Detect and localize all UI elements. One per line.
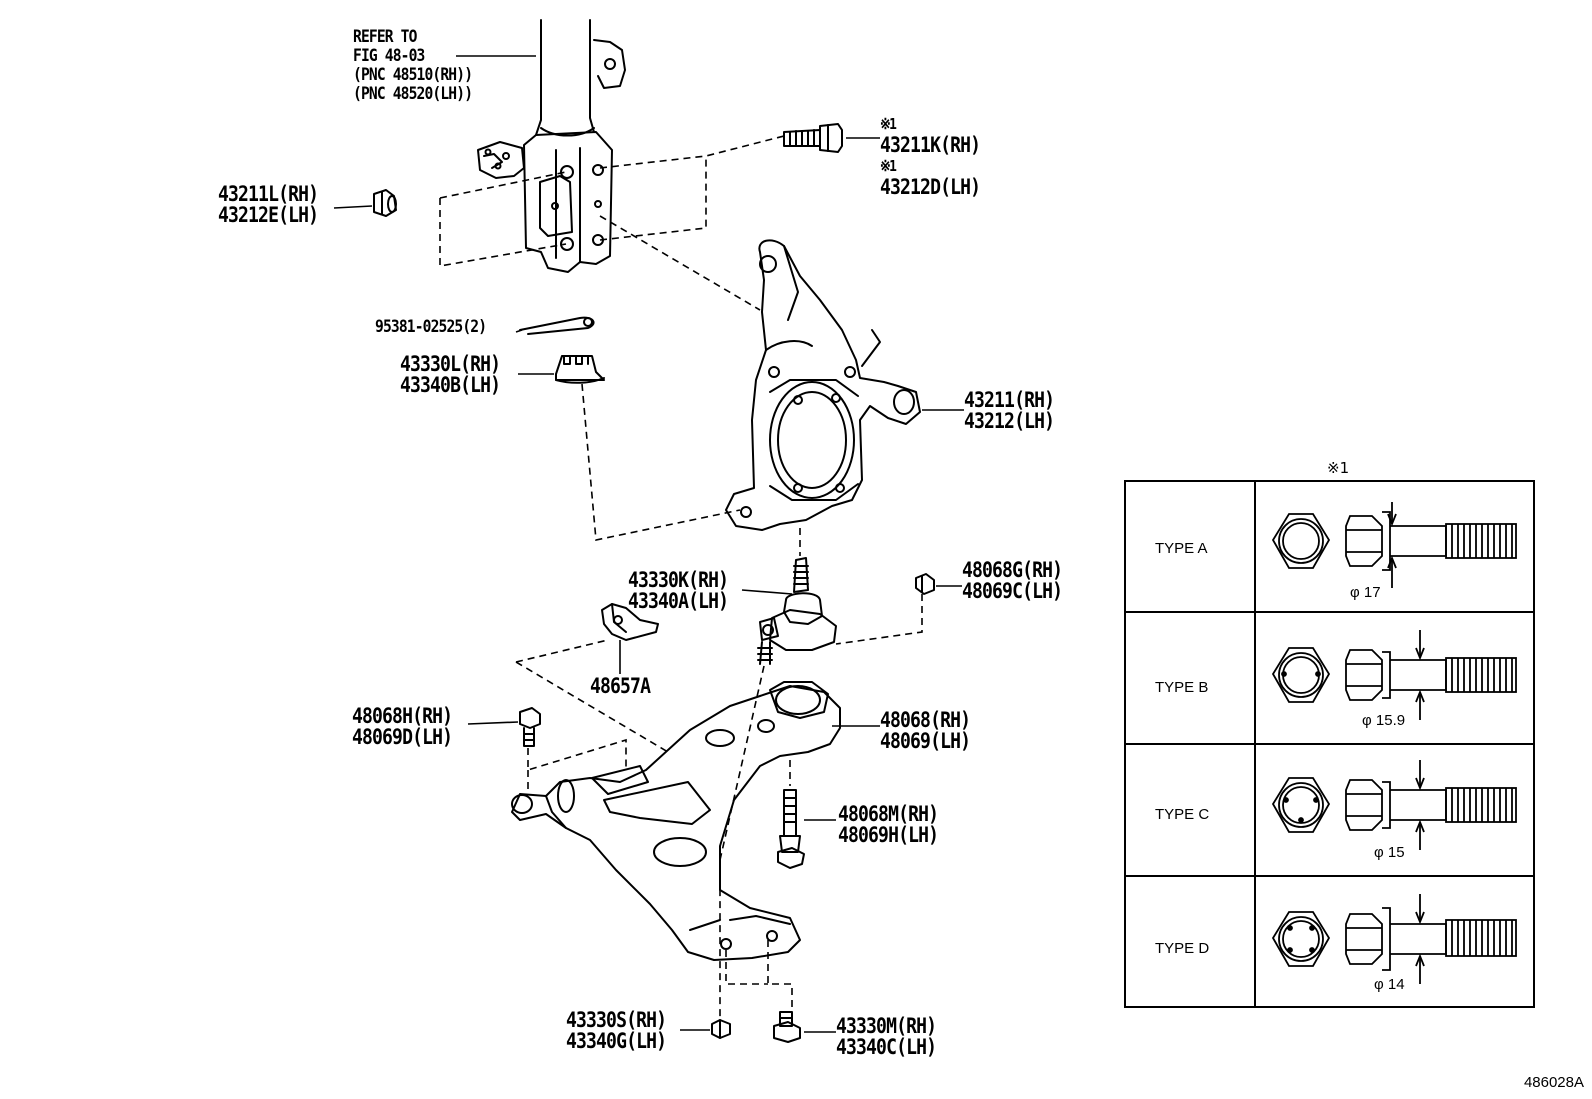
bottom-nut-label: 43330S(RH) 43340G(LH)	[566, 1008, 667, 1053]
refer-line-1: REFER TO	[353, 27, 417, 47]
long-bolt-rh: 48068M(RH)	[838, 802, 939, 826]
bottom-bolt-rh: 43330M(RH)	[836, 1014, 937, 1038]
upper-nut-label: 43211L(RH) 43212E(LH)	[218, 182, 319, 227]
bottom-bolt-lh: 43340C(LH)	[836, 1035, 937, 1059]
arm-bolt-rh: 48068H(RH)	[352, 704, 453, 728]
bottom-nut-rh: 43330S(RH)	[566, 1008, 667, 1032]
bottom-bolt	[773, 1011, 801, 1043]
assembly-lines	[439, 135, 923, 1020]
bottom-nut	[711, 1019, 731, 1039]
cotter-pin-label: 95381-02525(2)	[375, 317, 487, 337]
castle-nut-rh: 43330L(RH)	[400, 352, 501, 376]
refer-line-2: FIG 48-03	[353, 46, 425, 66]
knuckle-label: 43211(RH) 43212(LH)	[964, 388, 1055, 433]
type-b-bolt	[1271, 630, 1517, 720]
upper-bolt-mark-lh: ※1	[880, 157, 897, 175]
type-d-label: TYPE D	[1155, 940, 1210, 957]
lower-control-arm	[511, 681, 841, 961]
arm-bolt	[519, 707, 541, 747]
bracket-label: 48657A	[590, 674, 651, 698]
ball-joint-lh: 43340A(LH)	[628, 589, 729, 613]
cotter-pin	[519, 316, 595, 335]
cotter-pin-number: 95381-02525(2)	[375, 317, 487, 337]
castle-nut	[555, 355, 605, 384]
upper-bolt-mark-rh: ※1	[880, 115, 897, 133]
ball-joint-label: 43330K(RH) 43340A(LH)	[628, 568, 729, 613]
bottom-nut-lh: 43340G(LH)	[566, 1029, 667, 1053]
arm-nut-lh: 48069C(LH)	[962, 579, 1063, 603]
castle-nut-lh: 43340B(LH)	[400, 373, 501, 397]
type-d-bolt	[1271, 894, 1517, 984]
refer-line-4: (PNC 48520(LH))	[353, 84, 473, 104]
arm-bolt-lh: 48069D(LH)	[352, 725, 453, 749]
knuckle-lh: 43212(LH)	[964, 409, 1055, 433]
steering-knuckle	[725, 239, 921, 531]
figure-id: 486028A	[1523, 1074, 1584, 1091]
bottom-bolt-label: 43330M(RH) 43340C(LH)	[836, 1014, 937, 1059]
ball-joint	[757, 557, 837, 665]
type-c-diameter: φ 15	[1374, 844, 1405, 861]
type-b-diameter: φ 15.9	[1362, 712, 1406, 729]
long-bolt-lh: 48069H(LH)	[838, 823, 939, 847]
long-bolt-label: 48068M(RH) 48069H(LH)	[838, 802, 939, 847]
refer-label: REFER TO FIG 48-03 (PNC 48510(RH)) (PNC …	[353, 27, 473, 104]
lower-arm-lh: 48069(LH)	[880, 729, 971, 753]
type-d-diameter: φ 14	[1374, 976, 1405, 993]
bracket	[601, 603, 659, 641]
lower-arm-label: 48068(RH) 48069(LH)	[880, 708, 971, 753]
upper-nut-lh: 43212E(LH)	[218, 203, 319, 227]
type-b-label: TYPE B	[1155, 679, 1209, 696]
arm-bolt-label: 48068H(RH) 48069D(LH)	[352, 704, 453, 749]
type-a-label: TYPE A	[1155, 540, 1208, 557]
upper-nut	[373, 189, 397, 217]
type-c-label: TYPE C	[1155, 806, 1210, 823]
castle-nut-label: 43330L(RH) 43340B(LH)	[400, 352, 501, 397]
knuckle-rh: 43211(RH)	[964, 388, 1055, 412]
leader-lines	[333, 55, 964, 1033]
upper-bolt	[783, 123, 843, 153]
type-a-diameter: φ 17	[1350, 584, 1381, 601]
type-a-bolt	[1271, 502, 1517, 588]
upper-bolt-lh: 43212D(LH)	[880, 175, 981, 199]
arm-nut-label: 48068G(RH) 48069C(LH)	[962, 558, 1063, 603]
ball-joint-rh: 43330K(RH)	[628, 568, 729, 592]
upper-nut-rh: 43211L(RH)	[218, 182, 319, 206]
strut-assembly	[477, 19, 626, 273]
bracket-number: 48657A	[590, 674, 651, 698]
type-table	[1124, 480, 1535, 1008]
arm-nut	[915, 573, 935, 595]
lower-arm-rh: 48068(RH)	[880, 708, 971, 732]
table-mark: ※1	[1327, 459, 1350, 477]
long-bolt	[777, 789, 805, 869]
refer-line-3: (PNC 48510(RH))	[353, 65, 473, 85]
upper-bolt-rh: 43211K(RH)	[880, 133, 981, 157]
arm-nut-rh: 48068G(RH)	[962, 558, 1063, 582]
type-c-bolt	[1271, 760, 1517, 850]
